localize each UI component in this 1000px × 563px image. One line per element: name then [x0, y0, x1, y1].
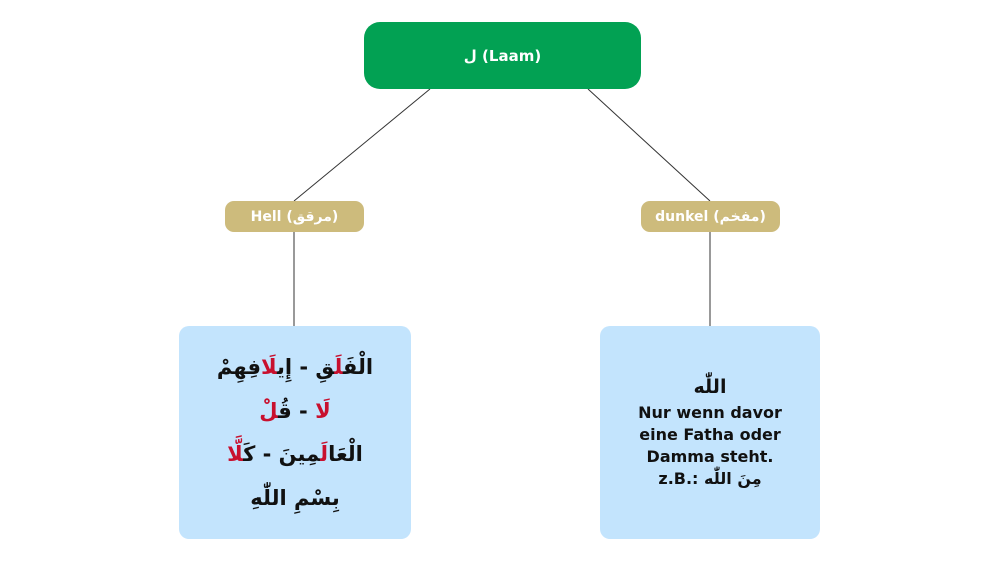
dark-explanation-box: اللّٰه Nur wenn davor eine Fatha oder Da… [600, 326, 820, 539]
example-line: الْعَالَمِينَ - كَلَّا [227, 442, 363, 466]
example-text: الْفَ [342, 355, 374, 380]
description-line-2: eine Fatha oder [639, 424, 781, 444]
allah-word: اللّٰه [693, 375, 727, 398]
highlighted-laam: لَ [320, 442, 329, 467]
example-text: الْعَا [328, 442, 363, 467]
highlighted-laam: لَا [315, 398, 331, 423]
description-line-1: Nur wenn davor [638, 402, 782, 422]
example-text: قِ - إِي [276, 355, 335, 380]
connector-root-left [293, 88, 431, 202]
example-text: فِهِمْ [216, 355, 261, 380]
example-text: مِينَ - كَ [243, 442, 321, 467]
example-text: بِسْمِ اللّٰهِ [250, 485, 340, 510]
dark-label: dunkel (مفخم) [655, 208, 766, 225]
light-pronunciation-node: Hell (مرقق) [225, 201, 364, 232]
highlighted-laam: لَّا [227, 442, 244, 467]
connector-root-right [587, 88, 711, 202]
example-line: بِسْمِ اللّٰهِ [250, 486, 339, 510]
example-text: - قُ [278, 398, 316, 423]
dark-pronunciation-node: dunkel (مفخم) [641, 201, 780, 232]
description-line-3: Damma steht. [646, 446, 774, 466]
light-label: Hell (مرقق) [250, 208, 339, 225]
highlighted-laam: لْ [259, 398, 278, 423]
description-line-4: z.B.: مِنَ اللّٰه [658, 468, 762, 488]
highlighted-laam: لَا [261, 355, 277, 380]
light-examples-box: الْفَلَقِ - إِيلَافِهِمْلَا - قُلْالْعَا… [179, 326, 411, 539]
root-label: ل (Laam) [463, 46, 542, 65]
example-line: الْفَلَقِ - إِيلَافِهِمْ [217, 355, 373, 379]
highlighted-laam: لَ [334, 355, 343, 380]
example-line: لَا - قُلْ [259, 399, 330, 423]
root-node: ل (Laam) [364, 22, 641, 89]
